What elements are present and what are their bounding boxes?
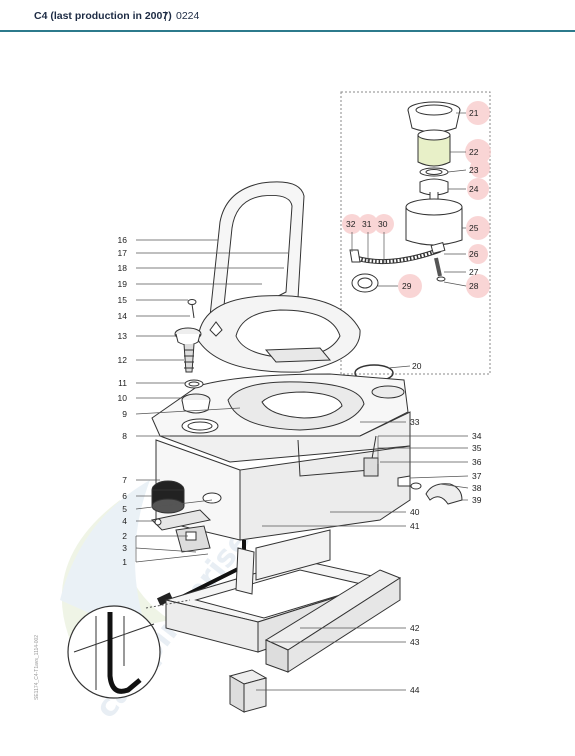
part-label-34: 34 [472, 431, 482, 441]
header-rule [0, 30, 575, 32]
page-header: C4 (last production in 2007) | 0224 [0, 0, 575, 32]
part-label-17: 17 [118, 248, 128, 258]
part-label-43: 43 [410, 637, 420, 647]
toilet-bowl [151, 373, 409, 437]
part-label-7: 7 [122, 475, 127, 485]
part-label-20: 20 [412, 361, 422, 371]
part-label-9: 9 [122, 409, 127, 419]
part-label-8: 8 [122, 431, 127, 441]
cassette-handle [397, 475, 463, 505]
detail-box [340, 91, 491, 375]
part-label-32: 32 [346, 219, 356, 229]
part-label-10: 10 [118, 393, 128, 403]
part-label-12: 12 [118, 355, 128, 365]
part-label-22: 22 [469, 147, 479, 157]
part-label-44: 44 [410, 685, 420, 695]
part-label-15: 15 [118, 295, 128, 305]
part-label-27: 27 [469, 267, 479, 277]
part-label-3: 3 [122, 543, 127, 553]
end-cap [228, 669, 268, 713]
part-number-labels: 1 2 3 4 5 6 7 8 9 10 11 12 13 14 15 16 1… [118, 108, 482, 695]
part-label-5: 5 [122, 504, 127, 514]
part-label-24: 24 [469, 184, 479, 194]
part-label-19: 19 [118, 279, 128, 289]
detail-inset [67, 599, 191, 699]
part-label-29: 29 [402, 281, 412, 291]
part-label-16: 16 [118, 235, 128, 245]
toilet-seat [197, 295, 361, 373]
slide-rail [264, 569, 402, 673]
part-label-42: 42 [410, 623, 420, 633]
callout-highlights [342, 101, 491, 298]
part-label-35: 35 [472, 443, 482, 453]
part-label-18: 18 [118, 263, 128, 273]
leader-lines [135, 112, 469, 691]
part-label-39: 39 [472, 495, 482, 505]
drain-pipe-end [156, 592, 174, 606]
part-label-41: 41 [410, 521, 420, 531]
part-label-6: 6 [122, 491, 127, 501]
part-label-33: 33 [410, 417, 420, 427]
part-label-11: 11 [118, 378, 127, 388]
header-separator: | [164, 10, 167, 22]
part-label-25: 25 [469, 223, 479, 233]
part-label-4: 4 [122, 516, 127, 526]
part-label-38: 38 [472, 483, 482, 493]
part-label-28: 28 [469, 281, 479, 291]
flush-pump-assembly [405, 101, 463, 246]
part-label-36: 36 [472, 457, 482, 467]
valve-knob-assembly [174, 299, 223, 414]
part-label-37: 37 [472, 471, 482, 481]
part-label-1: 1 [122, 557, 127, 567]
left-side-mechanism [150, 480, 222, 553]
side-reference-code: SE1174_C4-T1avs_1114-002 [34, 634, 40, 700]
part-label-23: 23 [469, 165, 479, 175]
part-label-14: 14 [118, 311, 128, 321]
hose-assembly [349, 241, 446, 293]
page-title: C4 (last production in 2007) [34, 10, 172, 22]
page-code: 0224 [176, 10, 200, 22]
part-label-30: 30 [378, 219, 388, 229]
part-label-26: 26 [469, 249, 479, 259]
part-label-21: 21 [469, 108, 479, 118]
part-label-2: 2 [122, 531, 127, 541]
part-label-13: 13 [118, 331, 128, 341]
part-label-40: 40 [410, 507, 420, 517]
part-label-31: 31 [362, 219, 372, 229]
